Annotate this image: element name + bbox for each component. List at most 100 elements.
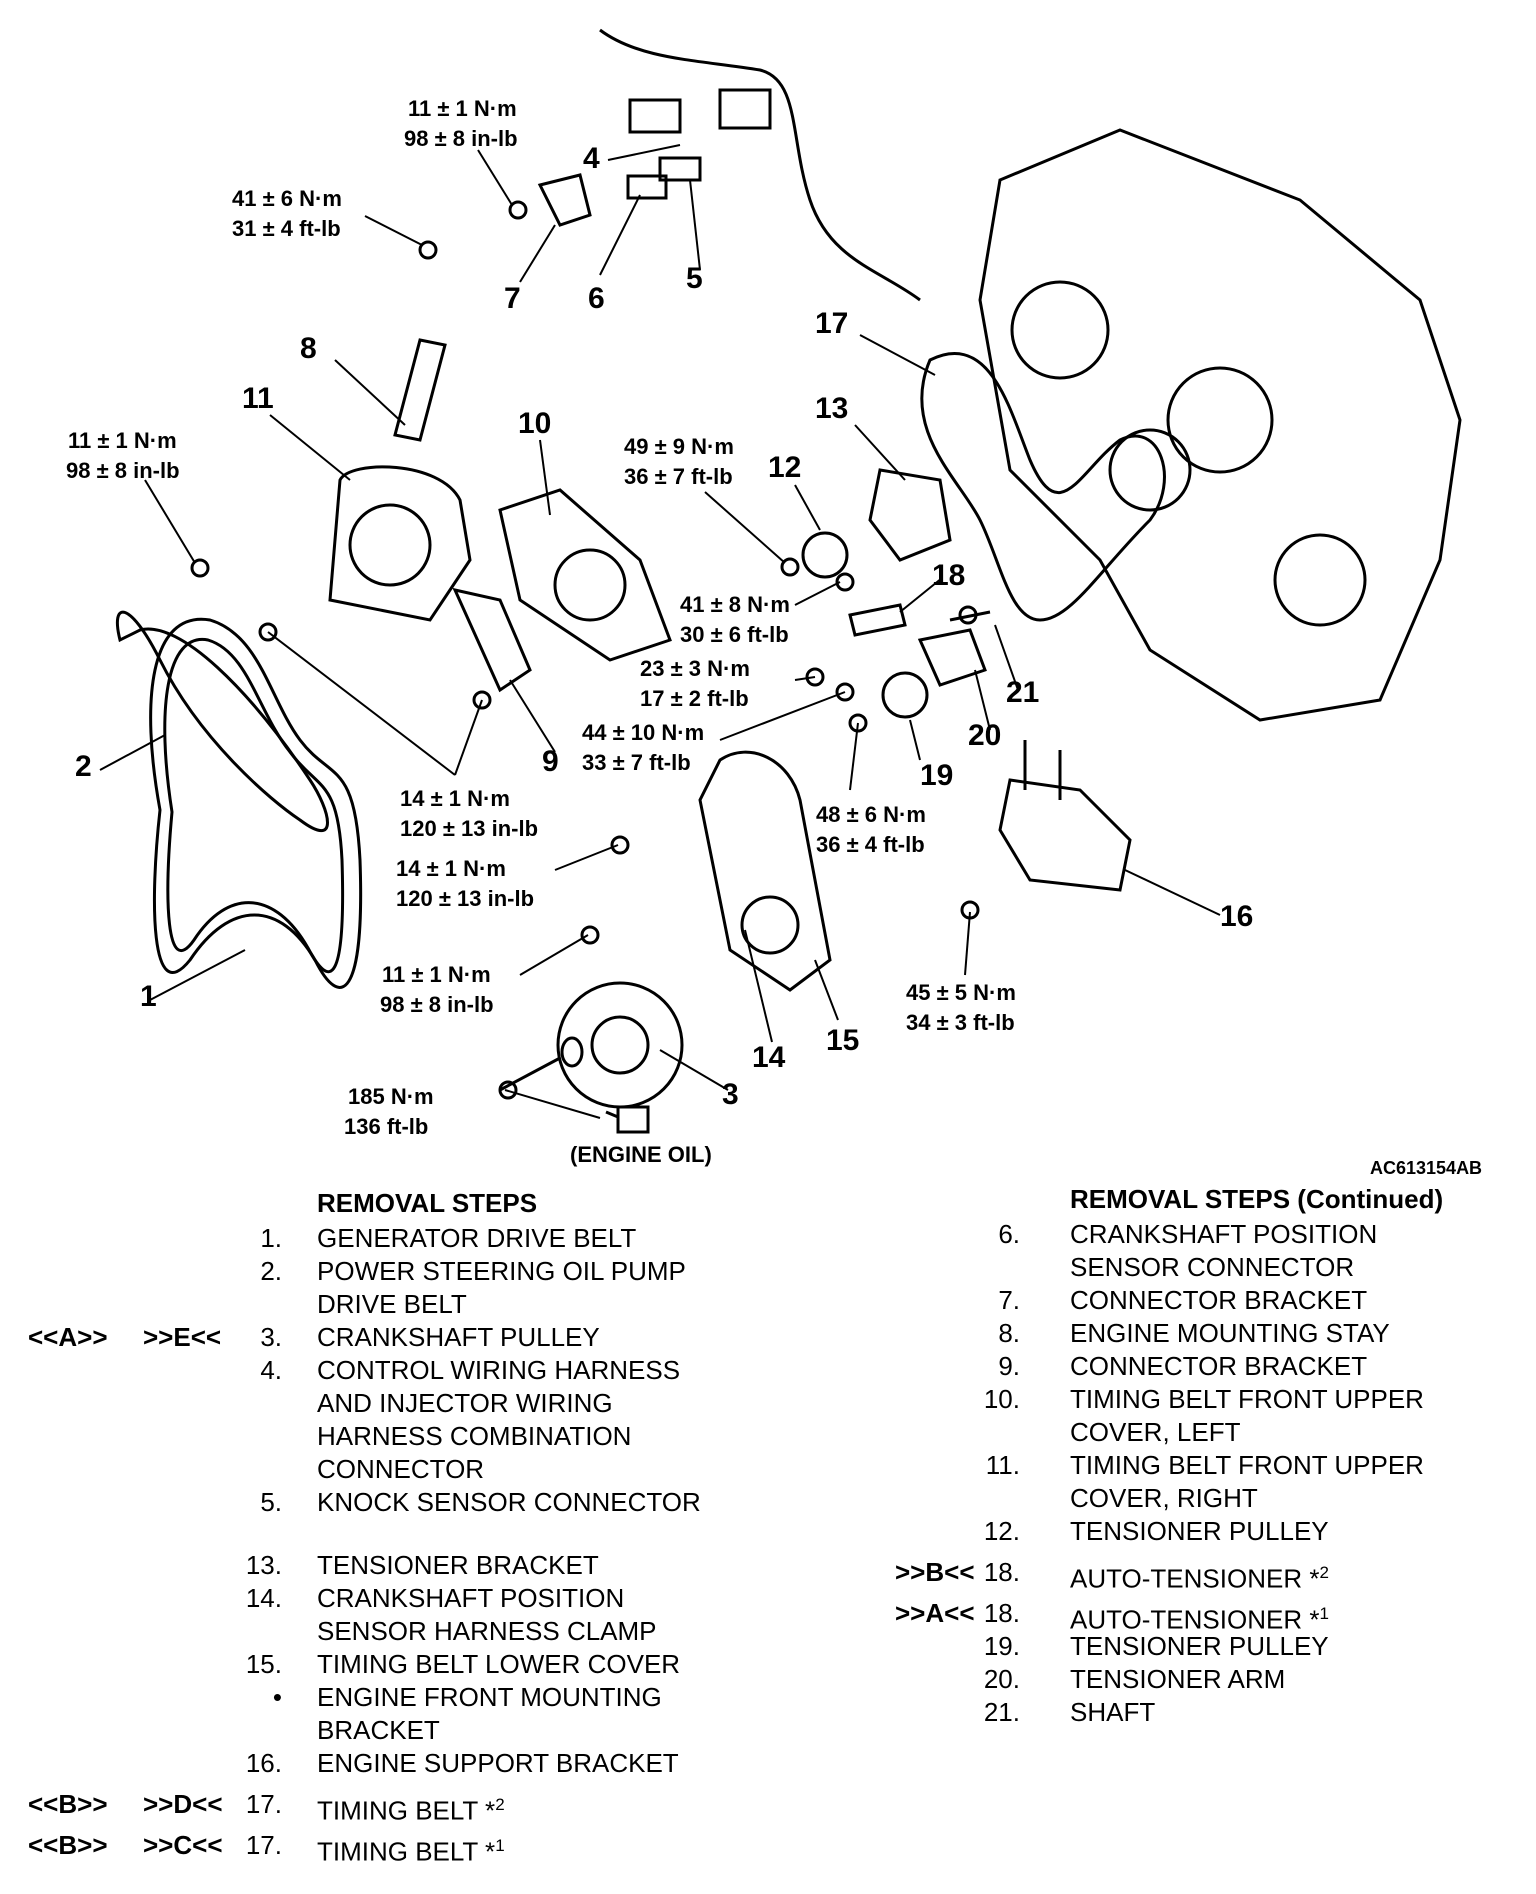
installation-procedure-ref: >>D<<	[143, 1789, 223, 1819]
callout-labels: 1 2 3 4 5 6 7 8 9 10 11 12 13 14 15 16 1…	[75, 142, 1253, 1111]
step-row: 13. TENSIONER BRACKET	[20, 1549, 760, 1582]
step-number: 9.	[998, 1351, 1020, 1381]
camshaft-sprocket-left	[1010, 280, 1110, 380]
callout-6: 6	[588, 282, 605, 315]
removal-steps-heading: REMOVAL STEPS	[317, 1188, 538, 1218]
torque-spec-imperial: 34 ± 3 ft-lb	[906, 1010, 1015, 1035]
footnote-marker: 1	[495, 1836, 505, 1855]
step-text: CRANKSHAFT POSITION SENSOR HARNESS CLAMP	[317, 1583, 657, 1646]
step-number: 6.	[998, 1219, 1020, 1249]
step-number: 3.	[260, 1322, 282, 1352]
step-text: TIMING BELT *1	[317, 1829, 757, 1869]
callout-18: 18	[932, 559, 965, 592]
step-row: 2. POWER STEERING OIL PUMP DRIVE BELT	[20, 1255, 760, 1321]
step-number: 17.	[245, 1830, 282, 1860]
torque-spec-nm: 23 ± 3 N·m	[640, 656, 750, 681]
water-pump-pulley	[1108, 428, 1192, 512]
step-number: 2.	[260, 1256, 282, 1286]
step-text: TIMING BELT *2	[317, 1788, 757, 1828]
step-number: 18.	[983, 1557, 1020, 1587]
torque-spec-imperial: 136 ft-lb	[344, 1114, 428, 1139]
callout-10: 10	[518, 407, 551, 440]
torque-spec-imperial: 30 ± 6 ft-lb	[680, 622, 789, 647]
step-text: TENSIONER ARM	[1070, 1664, 1286, 1694]
callout-20: 20	[968, 719, 1001, 752]
bolt-icon	[258, 622, 278, 642]
step-number: 12.	[983, 1516, 1020, 1546]
step-text: KNOCK SENSOR CONNECTOR	[317, 1487, 701, 1517]
tensioner-bracket	[868, 468, 952, 562]
step-text: CRANKSHAFT POSITION SENSOR CONNECTOR	[1070, 1219, 1378, 1282]
step-row: 16. ENGINE SUPPORT BRACKET	[20, 1747, 760, 1780]
callout-17: 17	[815, 307, 848, 340]
step-row: 4. CONTROL WIRING HARNESS AND INJECTOR W…	[20, 1354, 760, 1486]
torque-spec-nm: 45 ± 5 N·m	[906, 980, 1016, 1005]
shaft	[949, 610, 991, 622]
torque-spec-nm: 41 ± 6 N·m	[232, 186, 342, 211]
torque-spec-imperial: 98 ± 8 in-lb	[404, 126, 518, 151]
step-number: 19.	[983, 1631, 1020, 1661]
crankshaft-pulley-hub	[590, 1015, 650, 1075]
footnote-marker: 2	[1319, 1563, 1329, 1582]
generator-drive-belt-inner	[163, 638, 345, 974]
bolt-icon	[958, 605, 978, 625]
installation-procedure-ref: >>B<<	[895, 1557, 975, 1587]
removal-procedure-ref: <<B>>	[28, 1830, 108, 1860]
footnote-marker: 1	[1319, 1604, 1329, 1623]
step-row: 15. TIMING BELT LOWER COVER	[20, 1648, 760, 1681]
step-row: 8. ENGINE MOUNTING STAY	[870, 1317, 1530, 1350]
step-number: 8.	[998, 1318, 1020, 1348]
torque-spec-nm: 11 ± 1 N·m	[68, 428, 177, 453]
installation-procedure-ref: >>A<<	[895, 1598, 975, 1628]
diagram-linework	[115, 28, 1462, 1134]
engine-block-outline	[978, 128, 1462, 722]
step-row: • ENGINE FRONT MOUNTING BRACKET	[20, 1681, 760, 1747]
step-row: 21. SHAFT	[870, 1696, 1530, 1729]
tensioner-pulley-12	[801, 531, 849, 579]
step-text: TIMING BELT FRONT UPPER COVER, LEFT	[1070, 1384, 1424, 1447]
harness-connector-b	[718, 88, 772, 130]
step-row: 10. TIMING BELT FRONT UPPER COVER, LEFT	[870, 1383, 1530, 1449]
callout-2: 2	[75, 750, 92, 783]
step-text: CRANKSHAFT PULLEY	[317, 1322, 600, 1352]
wiring-harness	[599, 28, 921, 302]
callout-5: 5	[686, 262, 703, 295]
torque-spec-nm: 14 ± 1 N·m	[396, 856, 506, 881]
torque-spec-nm: 48 ± 6 N·m	[816, 802, 926, 827]
timing-belt	[920, 352, 1166, 622]
callout-9: 9	[542, 745, 559, 778]
step-text: SHAFT	[1070, 1697, 1156, 1727]
step-text: TIMING BELT FRONT UPPER COVER, RIGHT	[1070, 1450, 1424, 1513]
engine-mounting-stay	[393, 338, 447, 442]
leader-lines	[99, 144, 1221, 1119]
crankshaft-sprocket	[1273, 533, 1367, 627]
torque-spec-labels: 11 ± 1 N·m 98 ± 8 in-lb 41 ± 6 N·m 31 ± …	[66, 96, 1016, 1167]
step-number: 20.	[983, 1664, 1020, 1694]
torque-spec-imperial: 33 ± 7 ft-lb	[582, 750, 691, 775]
torque-spec-imperial: 31 ± 4 ft-lb	[232, 216, 341, 241]
step-number: 4.	[260, 1355, 282, 1385]
step-text: CONTROL WIRING HARNESS AND INJECTOR WIRI…	[317, 1355, 681, 1484]
installation-procedure-ref: >>E<<	[143, 1322, 222, 1352]
torque-spec-imperial: 120 ± 13 in-lb	[400, 816, 538, 841]
footnote-marker: 2	[495, 1795, 505, 1814]
callout-14: 14	[752, 1041, 786, 1074]
timing-belt-upper-cover-left	[498, 488, 672, 662]
callout-1: 1	[140, 980, 157, 1013]
bolt-icon	[780, 557, 800, 577]
engine-oil-label: (ENGINE OIL)	[570, 1142, 712, 1167]
step-number: 17.	[245, 1789, 282, 1819]
crankshaft-pulley-bolt	[499, 1056, 561, 1092]
step-row: 12. TENSIONER PULLEY	[870, 1515, 1530, 1548]
auto-tensioner	[848, 603, 907, 637]
knock-sensor-connector	[658, 156, 702, 182]
bolt-icon	[835, 682, 855, 702]
step-text: TENSIONER PULLEY	[1070, 1516, 1329, 1546]
step-number: 13.	[245, 1550, 282, 1580]
callout-11: 11	[242, 382, 274, 415]
step-number: 1.	[260, 1223, 282, 1253]
bolt-icon	[498, 1080, 518, 1100]
callout-13: 13	[815, 392, 848, 425]
step-bullet: •	[272, 1682, 282, 1712]
step-number: 15.	[245, 1649, 282, 1679]
